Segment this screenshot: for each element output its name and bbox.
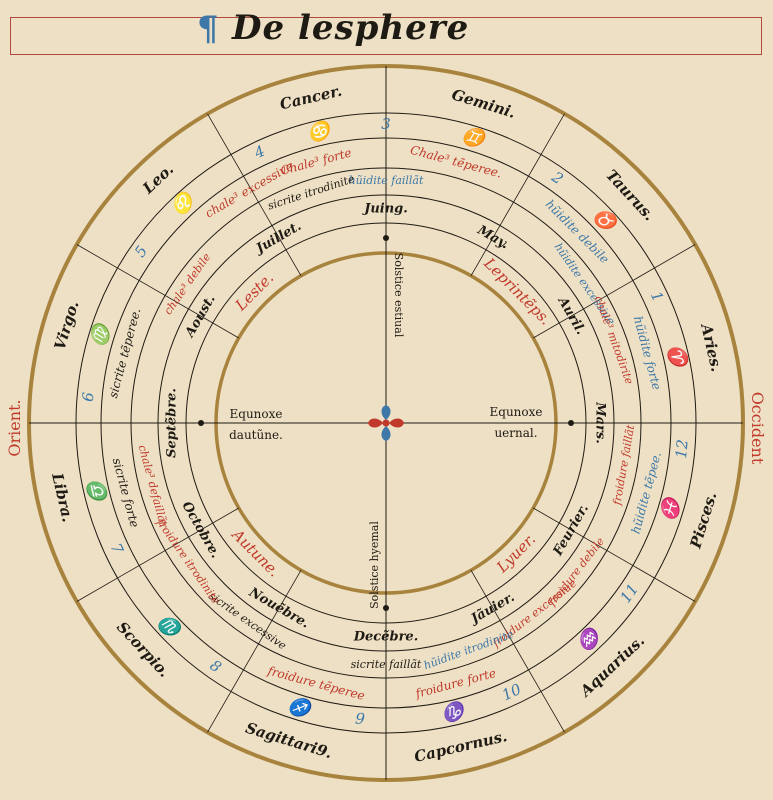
sector-number: 9 [355,709,367,728]
zodiac-symbol: ♌ [166,186,200,220]
solstice-bottom-label: Solstice hyemal [368,521,381,609]
sector-divider [207,113,302,276]
quality-label: hũidite tẽpee. [629,450,664,535]
zodiac-symbol: ♈ [664,342,691,372]
ring-lines [27,64,745,782]
sector-divider [76,507,239,602]
month-label: Juing. [361,202,408,217]
quality-label: sicrite forte [110,456,142,529]
month-label: Septẽbre. [165,388,180,458]
zodiac-label: Gemini. [450,85,518,121]
sector-number: 2 [548,167,567,188]
month-label: Aoust. [182,292,219,341]
sector-divider [533,244,696,339]
zodiac-symbol: ♋ [305,118,335,145]
axis-dot [198,420,204,426]
side-label-left: Orient. [5,399,24,456]
zodiac-label: Virgo. [51,299,83,352]
month-label: Decẽbre. [353,630,418,645]
sector-number: 7 [107,540,128,557]
zodiac-label: Cancer. [278,82,343,114]
pilcrow-icon: ¶ [197,9,219,49]
zodiac-label: Aries. [697,320,726,373]
sector-number: 5 [131,242,151,260]
month-label: Jãuier. [466,590,517,628]
solstice-top-label: Solstice estiual [392,253,405,338]
axis-dot [383,605,389,611]
page-title: De lesphere [232,8,470,48]
quality-inner-label: froidure faillãt [610,423,637,507]
month-label: Mars. [593,401,608,444]
title-frame [10,17,762,55]
zodiac-symbol: ♒ [573,622,607,656]
axis-dot [383,235,389,241]
zodiac-symbol: ♍ [86,318,115,349]
zodiac-label: Capcornus. [413,727,509,766]
sector-number: 12 [672,439,692,460]
month-label: Auril. [554,293,588,338]
sector-number: 3 [381,115,391,133]
equinox-right-label-2: uernal. [494,426,537,440]
sector-divider [470,570,565,733]
quality-label: sicrite tẽperee. [106,307,143,400]
quality-inner-label: froidure itrodinite [153,516,222,607]
sector-divider [533,507,696,602]
sector-divider [76,244,239,339]
sector-number: 1 [647,289,667,305]
zodiac-label: Pisces. [686,490,720,551]
month-label: Juillet. [251,219,304,258]
zodiac-symbol: ♉ [589,203,623,237]
quality-inner-label: sicrite faillãt [351,658,422,671]
side-label-right: Occident [748,392,767,465]
quality-inner-label: hũidite faillãt [349,174,424,187]
zodiac-label: Leo. [139,160,178,198]
rosette-icon [368,405,404,441]
zodiac-symbol: ♏ [153,610,187,644]
equinox-left-label-1: Equnoxe [230,407,283,421]
sector-number: 4 [251,142,268,163]
zodiac-label: Libra. [48,471,77,524]
axis-dot [568,420,574,426]
equinox-left-label-2: dautũne. [229,428,283,442]
season-label: Leste. [231,269,277,315]
equinox-right-label-1: Equnoxe [490,405,543,419]
month-label: May. [474,222,511,252]
sector-number: 6 [79,391,98,403]
sector-divider [207,570,302,733]
season-label: Lyuer. [492,530,539,577]
sector-number: 8 [207,656,225,676]
zodiac-symbol: ♊ [459,123,490,152]
sector-divider [470,113,565,276]
